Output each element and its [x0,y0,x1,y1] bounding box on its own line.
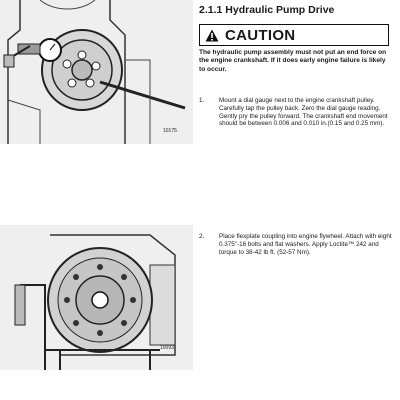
step-item: 1. Mount a dial gauge next to the engine… [199,97,394,128]
section-title: 2.1.1 Hydraulic Pump Drive [199,4,335,16]
step-number: 2. [199,233,205,240]
pulley-illustration [0,0,193,144]
step-item: 2. Place flexplate coupling into engine … [199,233,394,256]
caution-banner: CAUTION [199,24,389,46]
figure-flexplate-coupling: 10093 [0,225,193,370]
caution-heading: CAUTION [225,26,296,44]
figure-dial-gauge-pulley: 10175 [0,0,193,144]
figure-number: 10175 [163,128,177,134]
step-text: Mount a dial gauge next to the engine cr… [219,97,388,128]
step-number: 1. [199,97,205,104]
warning-triangle-icon [205,29,219,41]
caution-text: The hydraulic pump assembly must not put… [199,49,387,73]
flywheel-illustration [0,225,193,370]
step-text: Place flexplate coupling into engine fly… [219,233,392,256]
figure-number: 10093 [160,345,174,351]
